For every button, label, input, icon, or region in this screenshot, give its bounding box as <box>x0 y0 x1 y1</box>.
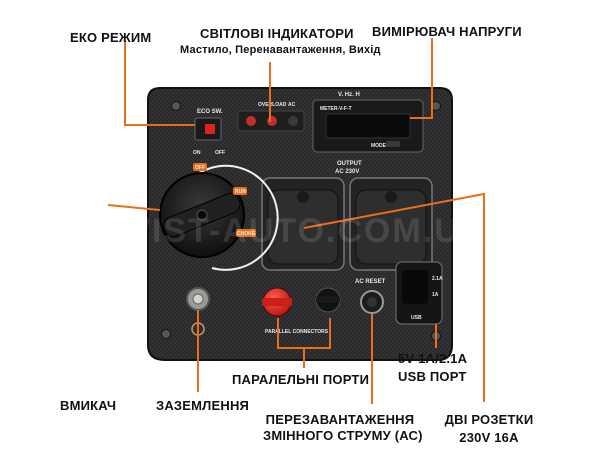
voltmeter-label: ВИМІРЮВАЧ НАПРУГИ <box>372 24 522 39</box>
knob-arc <box>189 164 279 271</box>
meter-text: METER-V-F-T <box>320 106 352 112</box>
usb-text: USB <box>411 315 422 321</box>
usb-21-text: 2.1A <box>432 276 443 282</box>
usb-line2-label: USB ПОРТ <box>398 369 467 384</box>
screw-icon <box>171 101 181 111</box>
left-socket-cover <box>267 189 339 265</box>
switch-label: ВМИКАЧ <box>60 398 117 413</box>
callout-sockets <box>303 192 485 402</box>
parallel-port-red-tab <box>262 298 292 306</box>
parallel-conn-text: PARALLEL CONNECTORS <box>265 329 329 335</box>
eco-on-text: ON <box>193 150 201 156</box>
knob-choke-text: CHOKE <box>237 231 256 237</box>
ac-reset-center <box>367 297 377 307</box>
mode-text: MODE <box>371 143 387 149</box>
eco-switch-text: ECO SW. <box>197 109 223 115</box>
callout-switch <box>107 204 161 211</box>
knob-off-text: OFF <box>195 165 205 171</box>
knob-run-tag <box>233 187 247 195</box>
oil-indicator-icon <box>246 116 256 126</box>
eco-off-text: OFF <box>215 150 225 156</box>
ac-reset-text: AC RESET <box>355 279 386 285</box>
knob-center-icon <box>196 209 208 221</box>
parallel-port-black-tab <box>316 296 340 303</box>
ground-label: ЗАЗЕМЛЕННЯ <box>156 398 250 413</box>
voltmeter-display <box>325 113 411 139</box>
meter-mode-button[interactable] <box>386 141 400 147</box>
parallel-label: ПАРАЛЕЛЬНІ ПОРТИ <box>232 372 370 387</box>
ac230-text: AC 230V <box>335 169 359 175</box>
knob-off-tag <box>193 163 207 171</box>
sockets-line2-label: 230V 16A <box>459 430 519 445</box>
right-socket-hinge-icon <box>385 191 397 203</box>
reset-line1-label: ПЕРЕЗАВАНТАЖЕННЯ <box>265 412 415 427</box>
vhz-text: V. Hz. H <box>338 92 360 98</box>
callout-voltmeter <box>410 38 433 119</box>
ground-terminal-center <box>192 293 204 305</box>
reset-line2-label: ЗМІННОГО СТРУМУ (АС) <box>263 428 423 443</box>
overload-indicator-icon <box>267 116 277 126</box>
lights-sub-label: Мастило, Перенавантаження, Вихід <box>180 44 381 56</box>
output-text: OUTPUT <box>337 161 362 167</box>
usb-1-text: 1A <box>432 292 439 298</box>
output-indicator-icon <box>288 116 298 126</box>
callout-lines <box>107 38 485 404</box>
usb-line1-label: 5V 1A/2.1A <box>398 351 468 366</box>
knob-run-text: RUN <box>235 189 246 195</box>
left-socket-hinge-icon <box>297 191 309 203</box>
knob-choke-tag <box>236 229 256 237</box>
callout-eco <box>124 40 195 126</box>
screw-icon <box>161 329 171 339</box>
sockets-line1-label: ДВІ РОЗЕТКИ <box>444 412 534 427</box>
eco-mode-label: ЕКО РЕЖИМ <box>70 30 152 45</box>
lights-title-label: СВІТЛОВІ ІНДИКАТОРИ <box>200 26 354 41</box>
eco-switch-rocker <box>205 124 215 134</box>
overload-text: OVERLOAD <box>258 102 287 108</box>
usb-cover <box>402 270 428 304</box>
ac-text: AC <box>288 102 296 108</box>
watermark: TWIST-AUTO.COM.UA <box>95 212 488 250</box>
